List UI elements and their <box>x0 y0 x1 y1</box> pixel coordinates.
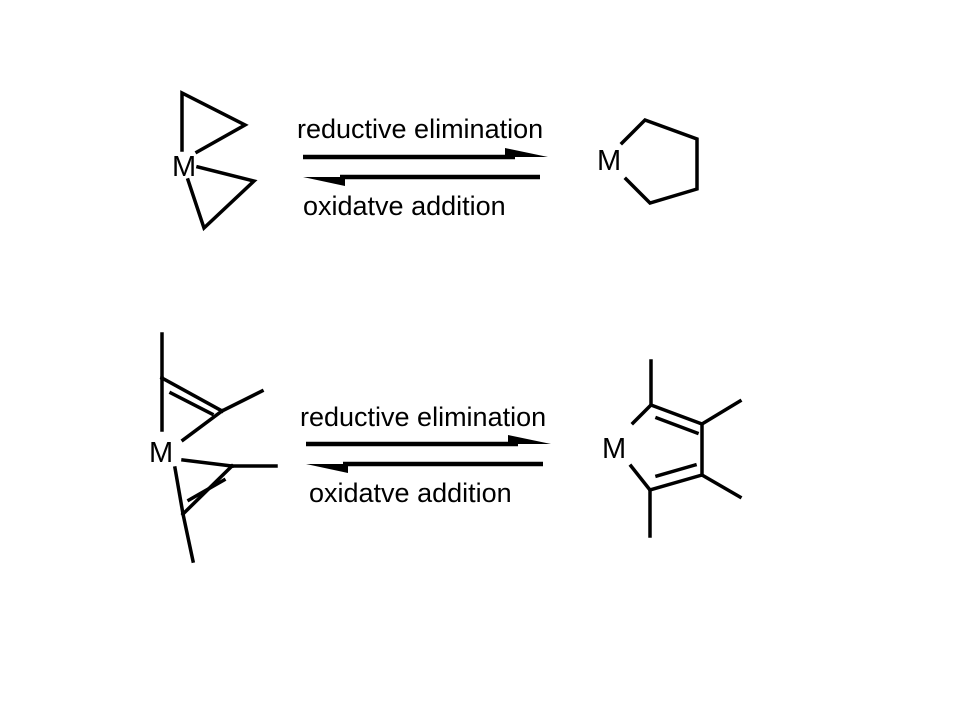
forward-reaction-label: reductive elimination <box>297 114 543 144</box>
upper-ethylene-bonds <box>180 90 249 155</box>
ring-bond-m-c2 <box>630 402 654 426</box>
reverse-reaction-label: oxidatve addition <box>309 478 512 508</box>
metal-label: M <box>602 433 626 465</box>
metal-label: M <box>172 151 196 183</box>
ring-double-bond-inner-bottom <box>654 462 698 479</box>
ring-bond-c4-c5 <box>647 472 705 493</box>
ring-bond-c2-c3 <box>648 402 705 427</box>
metal-label: M <box>597 145 621 177</box>
upper-alkyne-bond <box>159 375 225 414</box>
lower-metal-bond-b <box>172 465 186 517</box>
lower-methyl-bond <box>180 511 196 564</box>
bis-alkyne-metal-complex: M <box>149 332 278 564</box>
bis-ethylene-metal-complex: M <box>172 90 258 232</box>
reverse-arrow-head <box>303 177 345 186</box>
forward-arrow-head <box>505 148 548 157</box>
ring-bond-c5-m <box>628 463 653 493</box>
metallacyclopentadiene: M <box>602 359 743 538</box>
reverse-arrow-head <box>306 464 348 473</box>
substituent-bond-c3 <box>699 398 743 427</box>
forward-reaction-label: reductive elimination <box>300 402 546 432</box>
equilibrium-arrows-bottom: reductive elimination oxidatve addition <box>300 402 551 508</box>
substituent-bond-c4 <box>699 472 743 500</box>
lower-alkyne-second-bond <box>186 477 227 503</box>
metal-label: M <box>149 437 173 469</box>
forward-arrow-head <box>508 435 551 444</box>
upper-substituent-bond <box>219 388 265 414</box>
reverse-reaction-label: oxidatve addition <box>303 191 506 221</box>
metallacyclopentane-ring <box>619 117 699 205</box>
equilibrium-arrows-top: reductive elimination oxidatve addition <box>297 114 548 221</box>
ring-double-bond-inner-top <box>654 415 700 436</box>
upper-metal-bond-b <box>180 408 225 443</box>
upper-alkyne-second-bond <box>168 390 215 417</box>
metallacyclopentane: M <box>597 117 699 205</box>
lower-metal-bond-a <box>181 458 234 468</box>
lower-ethylene-bonds <box>185 164 258 232</box>
